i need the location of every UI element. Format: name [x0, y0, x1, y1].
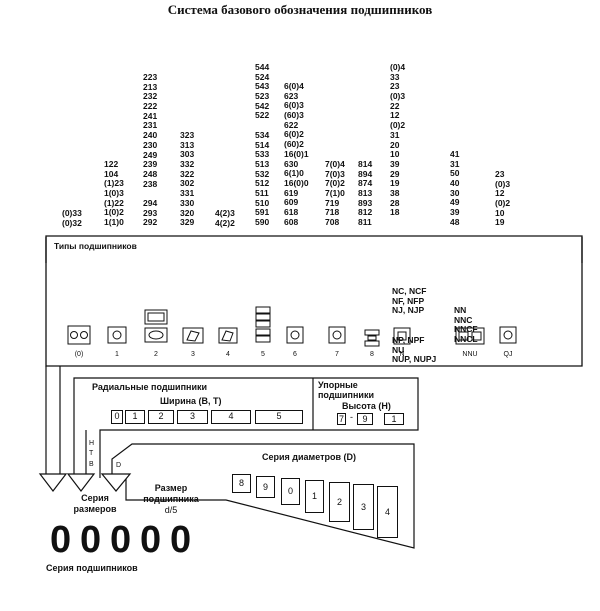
letter-h: H [89, 440, 95, 447]
type-caption-1: 1 [115, 351, 119, 358]
types-label: Типы подшипников [54, 241, 137, 251]
width-code-5: 5 [255, 410, 303, 424]
bearing-type-6-icon [286, 326, 304, 344]
width-code-0: 0 [111, 410, 123, 424]
series-digit-2: 0 [80, 519, 102, 561]
bearing-type-3-icon [182, 327, 204, 344]
diagram-title: Система базового обозначения подшипников [167, 2, 433, 17]
series-digit-5: 0 [170, 519, 192, 561]
bearing-type-7-icon [328, 326, 346, 344]
bearing-type-nnu-icon [455, 327, 485, 345]
width-code-4: 4 [211, 410, 251, 424]
series-digit-3: 0 [110, 519, 132, 561]
height-code-7: 7 [337, 413, 346, 425]
bearing-type-8-icon [364, 329, 380, 347]
type-caption-2: 2 [154, 351, 158, 358]
height-code-separator: - [350, 412, 353, 422]
height-code-9: 9 [357, 413, 373, 425]
type-caption-6: 6 [293, 351, 297, 358]
diameter-code-4: 4 [377, 486, 398, 538]
type-caption-8: 8 [370, 351, 374, 358]
height-label: Высота (H) [342, 401, 391, 411]
diameter-label: Серия диаметров (D) [262, 452, 357, 462]
type-caption-5: 5 [261, 351, 265, 358]
type-caption-qj: QJ [503, 351, 513, 358]
bearing-series-label: Серия подшипников [46, 563, 138, 573]
bearing-type-0-icon [67, 325, 91, 345]
type-caption-0: (0) [74, 351, 84, 358]
bearing-type-qj-icon [499, 326, 517, 344]
diameter-code-9: 9 [256, 476, 275, 498]
diameter-code-8: 8 [232, 474, 251, 493]
width-code-2: 2 [148, 410, 174, 424]
height-code-1: 1 [384, 413, 404, 425]
type-caption-nnu: NNU [462, 351, 478, 358]
bearing-type-4-icon [218, 327, 238, 344]
type-caption-n: N [399, 351, 405, 358]
bearing-type-1-icon [107, 326, 127, 344]
type-caption-3: 3 [191, 351, 195, 358]
diameter-code-1: 1 [305, 480, 324, 513]
type-caption-7: 7 [335, 351, 339, 358]
thrust-label: Упорные подшипники [318, 380, 375, 400]
diameter-code-2: 2 [329, 482, 350, 522]
letter-b: B [89, 461, 94, 468]
series-digit-4: 0 [140, 519, 162, 561]
bearing-type-5-icon [255, 306, 271, 343]
letter-d: D [116, 462, 122, 469]
series-column-0: (0)33(0)32 [62, 208, 82, 228]
width-code-1: 1 [125, 410, 145, 424]
diameter-code-3: 3 [353, 484, 374, 530]
type-caption-4: 4 [226, 351, 230, 358]
series-digit-1: 0 [50, 519, 72, 561]
size-series-label: Серия размеров [73, 493, 117, 514]
radial-label: Радиальные подшипники [92, 382, 208, 392]
bearing-type-2-icon [144, 309, 168, 343]
width-code-3: 3 [177, 410, 208, 424]
diameter-code-0: 0 [281, 478, 300, 505]
bearing-type-n-icon [393, 327, 411, 345]
letter-t: T [89, 450, 94, 457]
width-label: Ширина (B, T) [160, 396, 222, 406]
